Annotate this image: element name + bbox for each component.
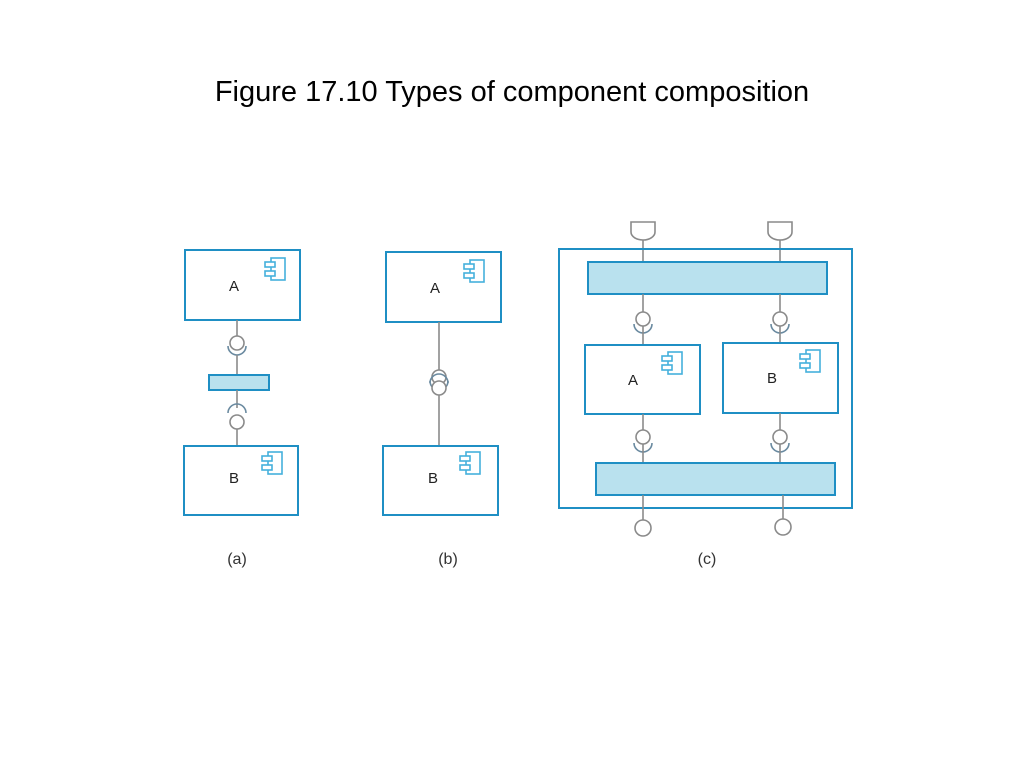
required-interface-icon (767, 221, 793, 241)
provided-interface-icon (635, 429, 651, 445)
panel-c: A B (c) (558, 221, 853, 568)
component-b-label: B (229, 470, 239, 487)
provided-interface-icon (229, 335, 245, 351)
required-interface-icon (630, 221, 656, 241)
component-a-label: A (229, 278, 239, 295)
socket-icon (429, 373, 449, 384)
provided-interface-icon (772, 429, 788, 445)
provided-interface-icon (774, 518, 792, 536)
provided-interface-icon (635, 311, 651, 327)
top-connector-component (587, 261, 828, 295)
caption-a: (a) (227, 551, 247, 568)
provided-interface-icon (229, 414, 245, 430)
component-a-label: A (430, 280, 440, 297)
component-b-label: B (428, 470, 438, 487)
provided-interface-icon (772, 311, 788, 327)
component-b-label: B (767, 370, 777, 387)
bottom-connector-component (595, 462, 836, 496)
provided-interface-icon (431, 380, 447, 396)
adaptor-component (208, 374, 270, 391)
figure-title: Figure 17.10 Types of component composit… (214, 76, 810, 108)
caption-c: (c) (698, 551, 717, 568)
socket-icon (227, 403, 247, 414)
provided-interface-icon (634, 519, 652, 537)
caption-b: (b) (438, 551, 458, 568)
component-a-label: A (628, 372, 638, 389)
panel-b: A B (b) (382, 251, 502, 568)
panel-a: A B (a) (183, 249, 301, 568)
composite-component-boundary (558, 248, 853, 509)
